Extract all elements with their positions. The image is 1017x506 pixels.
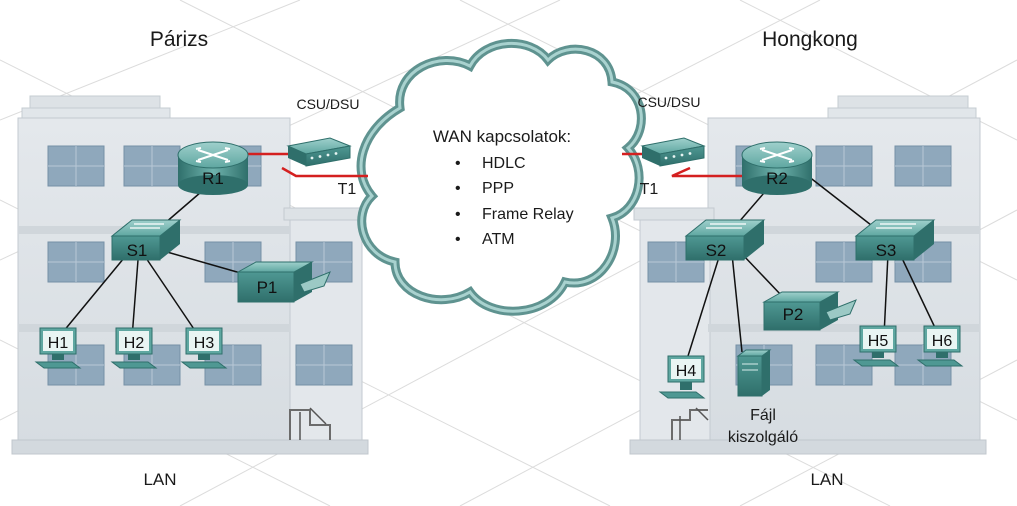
device-label-h3: H3: [194, 335, 215, 352]
switch-arrows-icon: [706, 223, 746, 229]
device-label-h5: H5: [868, 333, 889, 350]
site-title-right: Hongkong: [762, 28, 858, 51]
lan-label-right: LAN: [810, 470, 843, 489]
wan-links: [246, 152, 744, 178]
csu-dsu-label-right: CSU/DSU: [637, 94, 700, 110]
switch-arrows-icon: [130, 223, 164, 229]
wan-bullet-4: •: [455, 231, 461, 248]
wan-bullet-2: •: [455, 180, 461, 197]
wan-item-4: ATM: [482, 231, 515, 248]
link-csu-r2-right: [671, 166, 744, 178]
lan-links: [57, 175, 939, 357]
csu-dsu-left[interactable]: [286, 137, 352, 167]
device-label-s1: S1: [127, 241, 148, 260]
file-server[interactable]: [736, 349, 772, 397]
router-r2[interactable]: [741, 141, 813, 195]
switch-arrows-icon: [876, 223, 916, 229]
device-label-p2: P2: [783, 305, 804, 324]
wan-bullet-3: •: [455, 206, 461, 223]
device-label-s2: S2: [706, 241, 727, 260]
wan-item-3: Frame Relay: [482, 206, 574, 223]
host-h2[interactable]: [110, 327, 158, 369]
device-label-r2: R2: [766, 169, 788, 188]
site-title-left: Párizs: [150, 28, 208, 51]
server-label-line1: Fájl: [750, 407, 776, 424]
printer-p1[interactable]: [236, 261, 331, 303]
host-h3[interactable]: [180, 327, 228, 369]
switch-s3[interactable]: [854, 219, 936, 261]
server-label-line2: kiszolgáló: [728, 429, 798, 446]
printer-p2[interactable]: [762, 291, 857, 331]
switch-s2[interactable]: [684, 219, 766, 261]
router-arrows-icon: [195, 147, 231, 163]
router-r1[interactable]: [177, 141, 249, 195]
device-label-r1: R1: [202, 169, 224, 188]
t1-label-right: T1: [640, 181, 659, 198]
switch-s1[interactable]: [110, 219, 182, 261]
wan-title: WAN kapcsolatok:: [433, 127, 571, 146]
device-label-h6: H6: [932, 333, 953, 350]
device-label-h4: H4: [676, 363, 697, 380]
device-label-p1: P1: [257, 278, 278, 297]
device-label-h1: H1: [48, 335, 69, 352]
csu-dsu-right[interactable]: [640, 137, 706, 167]
router-arrows-icon: [759, 147, 795, 163]
csu-dsu-label-left: CSU/DSU: [296, 96, 359, 112]
lan-label-left: LAN: [143, 470, 176, 489]
wan-item-1: HDLC: [482, 155, 526, 172]
t1-label-left: T1: [338, 181, 357, 198]
wan-bullet-1: •: [455, 155, 461, 172]
host-h4[interactable]: [658, 355, 706, 399]
device-label-s3: S3: [876, 241, 897, 260]
wan-item-2: PPP: [482, 180, 514, 197]
host-h5[interactable]: [852, 325, 900, 367]
device-label-h2: H2: [124, 335, 145, 352]
host-h6[interactable]: [916, 325, 964, 367]
host-h1[interactable]: [34, 327, 82, 369]
link-t1-left: [281, 166, 368, 178]
wan-cloud: [356, 38, 646, 316]
